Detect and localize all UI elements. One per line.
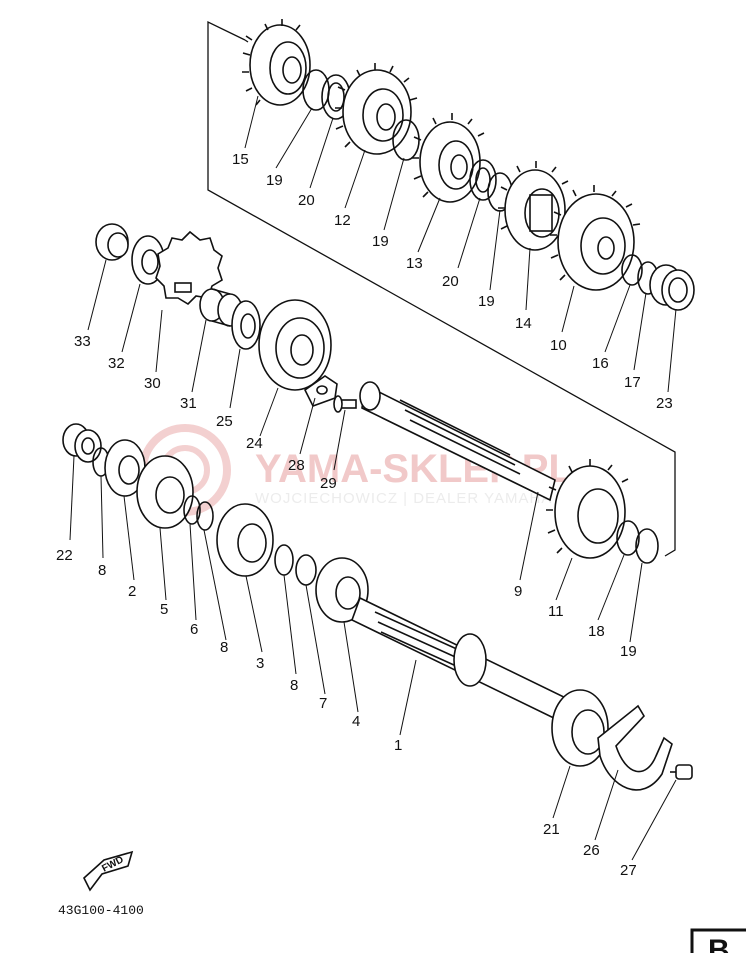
- part-32-collar: [131, 235, 165, 285]
- part-11-gear: [546, 459, 629, 559]
- label-8: 8: [98, 562, 106, 579]
- label-18: 18: [588, 623, 605, 640]
- label-15: 15: [232, 151, 249, 168]
- leader-lines: [69, 95, 677, 861]
- part-27-screw: [670, 764, 693, 780]
- part-22-bearing: [62, 423, 102, 463]
- part-5-gear: [136, 455, 194, 529]
- group-bracket: [207, 20, 676, 557]
- part-14-gear: [498, 161, 569, 251]
- part-10-gear: [550, 185, 641, 291]
- label-19: 19: [478, 293, 495, 310]
- label-8: 8: [220, 639, 228, 656]
- label-12: 12: [334, 212, 351, 229]
- part-7-washer: [295, 554, 317, 586]
- label-13: 13: [406, 255, 423, 272]
- label-20: 20: [442, 273, 459, 290]
- label-19: 19: [266, 172, 283, 189]
- part-33-oil-seal: [95, 223, 129, 261]
- label-24: 24: [246, 435, 263, 452]
- part-6-washer: [183, 495, 201, 525]
- label-1: 1: [394, 737, 402, 754]
- label-25: 25: [216, 413, 233, 430]
- label-11: 11: [548, 603, 564, 620]
- corner-box: B: [690, 928, 746, 953]
- part-13-gear: [412, 113, 485, 203]
- corner-letter: B: [708, 934, 730, 953]
- label-8: 8: [290, 677, 298, 694]
- part-16-washer: [621, 254, 643, 286]
- part-25-oil-seal: [231, 300, 261, 350]
- part-30-sprocket: [155, 230, 223, 306]
- part-18-washer: [616, 520, 640, 556]
- label-22: 22: [56, 547, 73, 564]
- label-21: 21: [543, 821, 560, 838]
- label-28: 28: [288, 457, 305, 474]
- part-28-plate: [303, 375, 338, 407]
- label-17: 17: [624, 374, 641, 391]
- part-8-circlip-c: [274, 544, 294, 576]
- label-2: 2: [128, 583, 136, 600]
- label-14: 14: [515, 315, 532, 332]
- part-19-circlip-a: [302, 69, 330, 111]
- label-32: 32: [108, 355, 125, 372]
- part-9-axle: [359, 381, 556, 502]
- label-27: 27: [620, 862, 637, 879]
- part-4-gear: [315, 557, 369, 623]
- part-3-gear: [216, 503, 274, 577]
- label-7: 7: [319, 695, 327, 712]
- label-3: 3: [256, 655, 264, 672]
- label-6: 6: [190, 621, 198, 638]
- label-20: 20: [298, 192, 315, 209]
- part-15-gear: [242, 19, 311, 106]
- part-21-bearing: [551, 689, 609, 767]
- part-24-bearing: [258, 299, 332, 391]
- part-12-gear: [335, 63, 418, 155]
- part-19-circlip-d: [635, 528, 659, 564]
- label-19: 19: [372, 233, 389, 250]
- part-23-bearing: [649, 264, 695, 311]
- part-29-screw: [333, 395, 357, 413]
- label-26: 26: [583, 842, 600, 859]
- fwd-arrow-icon: FWD: [83, 850, 134, 892]
- watermark-dealer: WOJCIECHOWICZ | DEALER YAMAHA: [255, 490, 552, 507]
- part-labels: 15 19 20 12 19 13 20 19 14 10 16 17 23 3…: [56, 151, 673, 879]
- label-31: 31: [180, 395, 197, 412]
- part-26-bearing-stopper: [597, 704, 673, 791]
- part-code: 43G100-4100: [58, 903, 144, 918]
- part-8-circlip-b: [196, 501, 214, 531]
- label-30: 30: [144, 375, 161, 392]
- part-2-gear: [104, 439, 146, 497]
- part-1-main-axle: [351, 596, 571, 724]
- fwd-label: FWD: [100, 854, 125, 874]
- label-5: 5: [160, 601, 168, 618]
- label-16: 16: [592, 355, 609, 372]
- label-4: 4: [352, 713, 360, 730]
- label-10: 10: [550, 337, 567, 354]
- label-33: 33: [74, 333, 91, 350]
- label-23: 23: [656, 395, 673, 412]
- label-19: 19: [620, 643, 637, 660]
- label-29: 29: [320, 475, 337, 492]
- label-9: 9: [514, 583, 522, 600]
